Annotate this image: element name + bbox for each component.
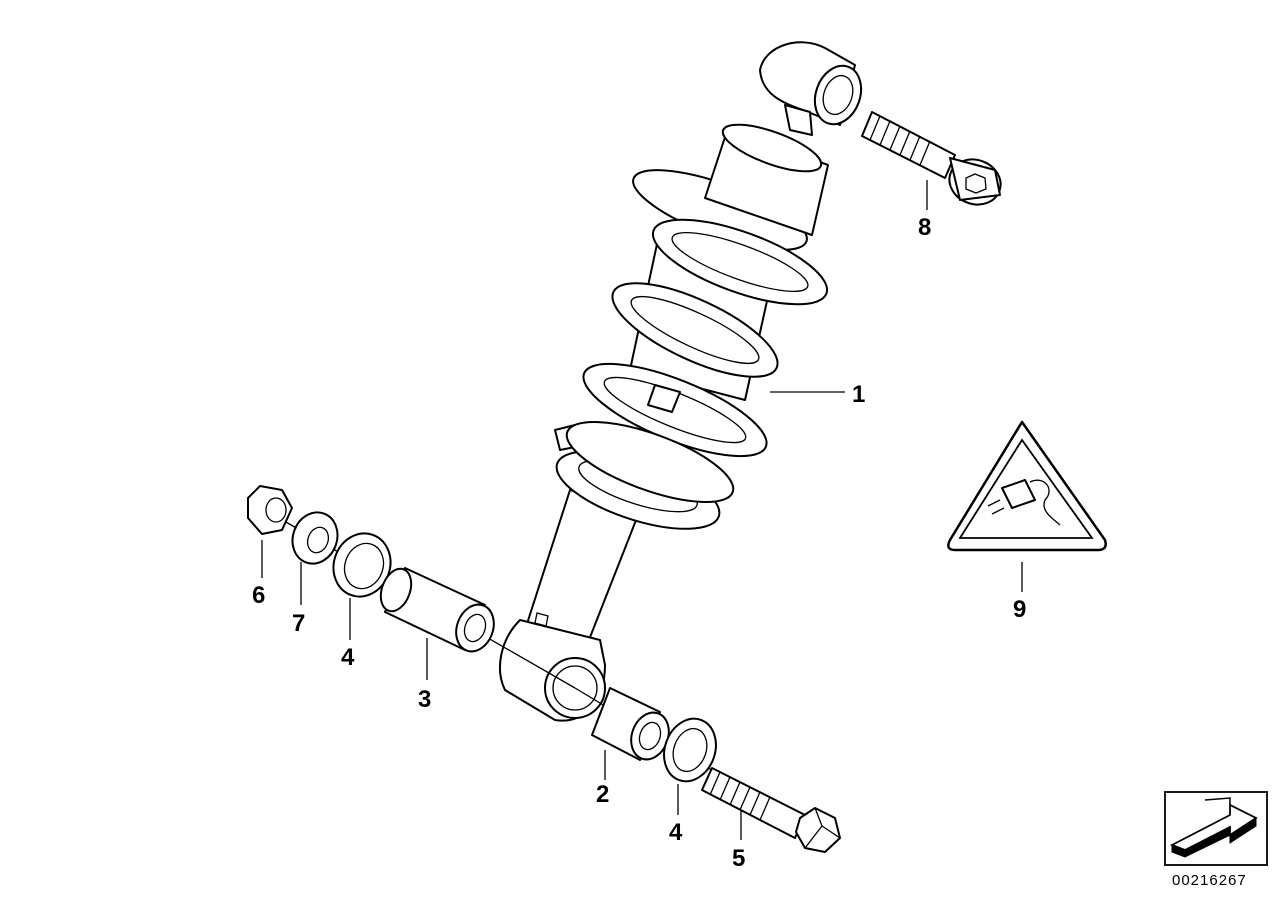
callout-4-left: 4 [341, 644, 355, 671]
part-5-bolt [701, 767, 841, 853]
callout-7: 7 [292, 610, 305, 637]
callout-1: 1 [852, 381, 865, 408]
callout-5: 5 [732, 845, 745, 872]
callout-4-right: 4 [669, 819, 683, 846]
part-2-spacer-sleeve [591, 687, 670, 761]
part-7-washer [291, 511, 339, 565]
part-3-spacer-sleeve [379, 567, 495, 653]
document-number: 00216267 [1172, 872, 1247, 889]
electrical-connector-warning-icon [947, 420, 1107, 552]
callout-8: 8 [918, 214, 931, 241]
callout-9: 9 [1013, 596, 1026, 623]
callout-6: 6 [252, 582, 265, 609]
forward-arrow-icon [1164, 791, 1268, 866]
part-4-washer-right [663, 717, 717, 783]
callout-2: 2 [596, 781, 609, 808]
part-1-shock-absorber [499, 41, 863, 722]
callout-3: 3 [418, 686, 431, 713]
part-6-hex-nut [247, 485, 293, 535]
part-8-cap-screw [861, 111, 1002, 206]
leader-lines [261, 180, 1023, 840]
